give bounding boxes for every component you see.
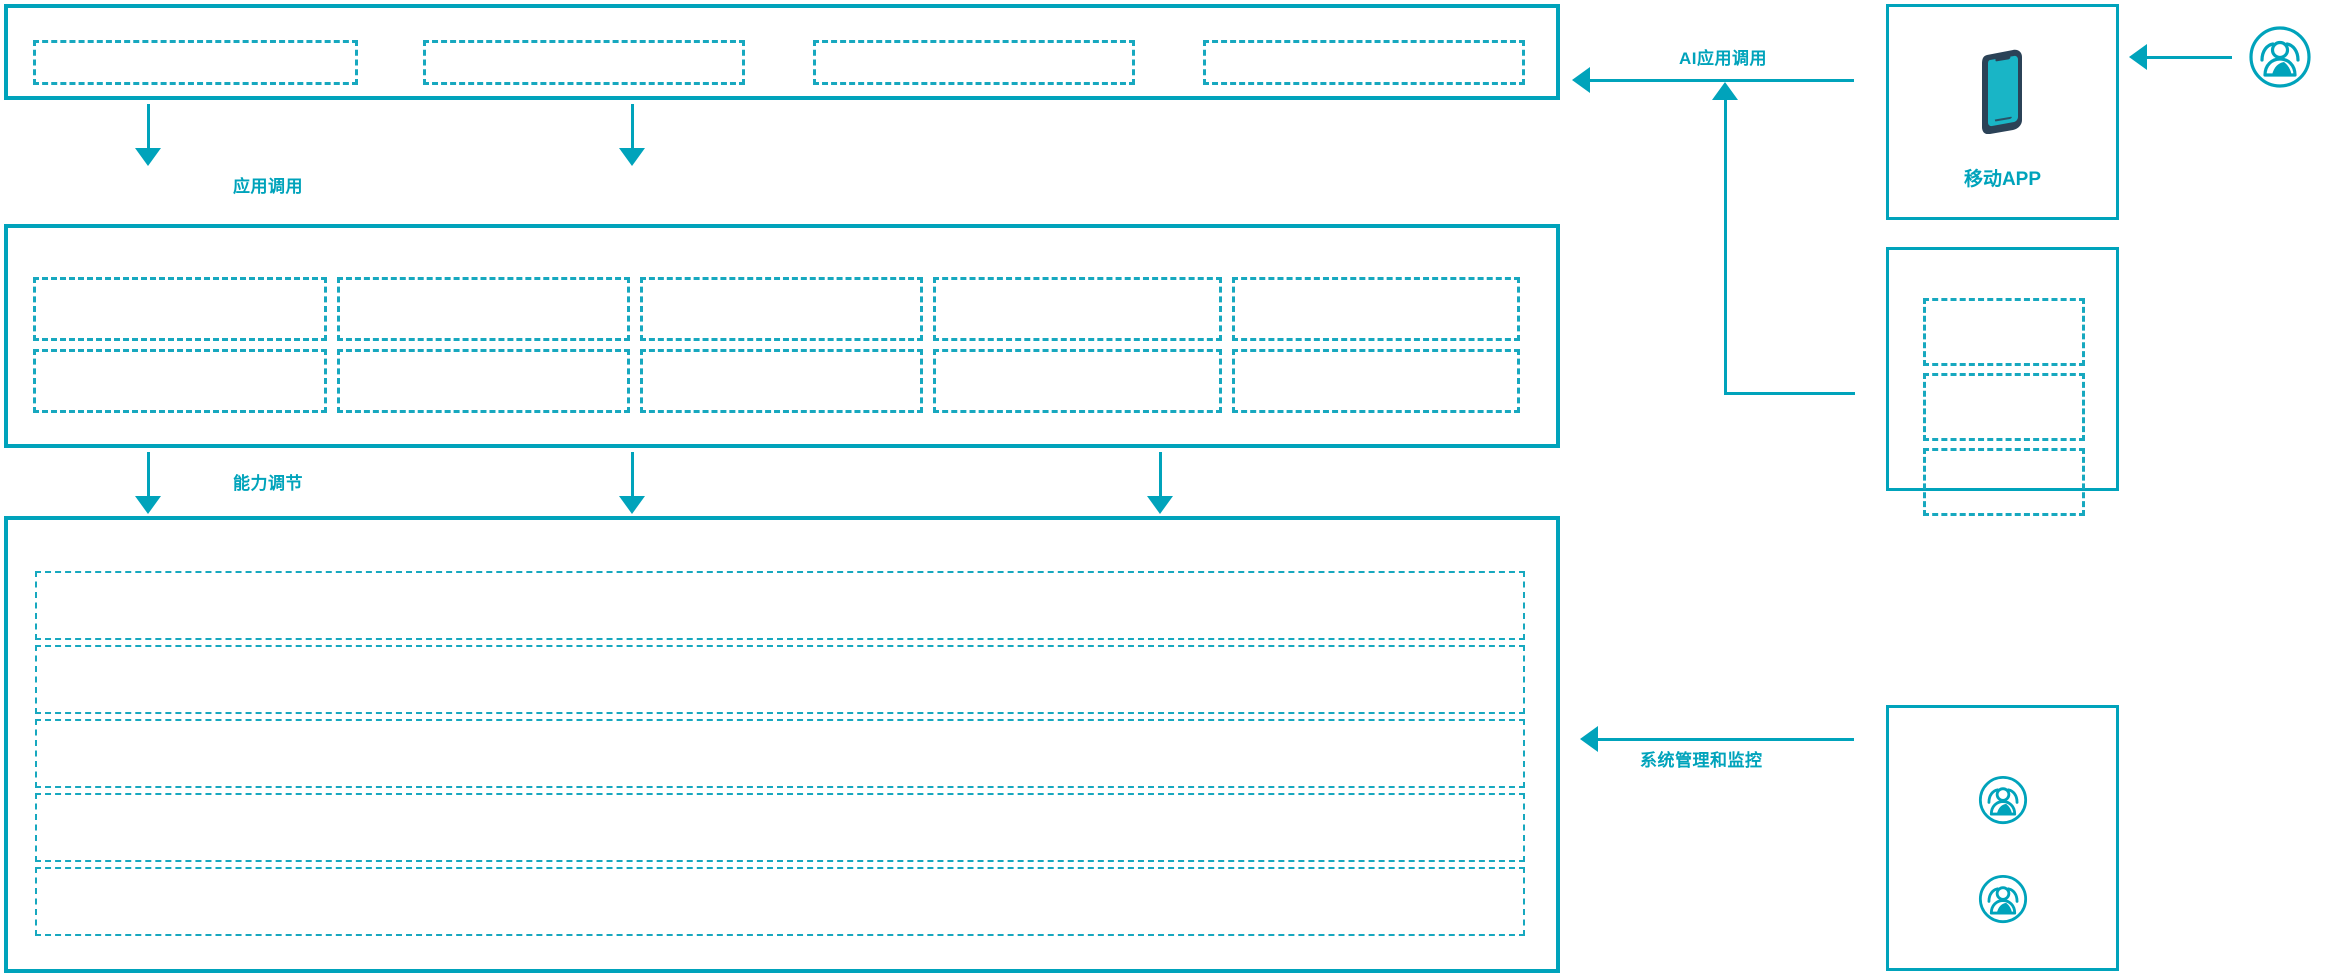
- user-group-icon[interactable]: [1978, 874, 2028, 924]
- ai-application-call-arrow-head: [1572, 67, 1590, 93]
- capability-layer-slot-2-top[interactable]: [337, 277, 630, 341]
- user-group-icon[interactable]: [1978, 775, 2028, 825]
- capability-layer-slot-4-bottom[interactable]: [933, 349, 1222, 413]
- channel-uplink-arrow-line: [1724, 100, 1727, 395]
- application-call-arrow-1-line: [147, 104, 150, 152]
- application-call-arrow-2-line: [631, 104, 634, 152]
- platform-layer-band-5[interactable]: [35, 867, 1525, 936]
- system-management-label: 系统管理和监控: [1640, 751, 1763, 770]
- channel-panel-slot-3[interactable]: [1923, 448, 2085, 516]
- capability-adjust-arrow-2-head: [619, 496, 645, 514]
- capability-layer-slot-1-top[interactable]: [33, 277, 327, 341]
- platform-layer-band-1[interactable]: [35, 571, 1525, 640]
- capability-adjust-label: 能力调节: [233, 474, 303, 493]
- application-call-label: 应用调用: [233, 177, 303, 196]
- capability-layer-slot-3-top[interactable]: [640, 277, 923, 341]
- platform-layer-band-3[interactable]: [35, 719, 1525, 788]
- platform-layer-band-4[interactable]: [35, 793, 1525, 862]
- external-user-link-head: [2129, 44, 2147, 70]
- application-layer-slot-3[interactable]: [813, 40, 1135, 85]
- capability-layer-slot-4-top[interactable]: [933, 277, 1222, 341]
- capability-layer-slot-2-bottom[interactable]: [337, 349, 630, 413]
- channel-uplink-elbow-line: [1724, 392, 1855, 395]
- capability-adjust-arrow-3-head: [1147, 496, 1173, 514]
- system-management-arrow-head: [1580, 726, 1598, 752]
- platform-layer: [4, 516, 1560, 973]
- application-call-arrow-2-head: [619, 148, 645, 166]
- platform-layer-band-2[interactable]: [35, 645, 1525, 714]
- mobile-phone-icon: [1977, 48, 2027, 135]
- application-layer-slot-2[interactable]: [423, 40, 745, 85]
- application-call-arrow-1-head: [135, 148, 161, 166]
- application-layer-slot-4[interactable]: [1203, 40, 1525, 85]
- external-user-link-line: [2147, 56, 2232, 59]
- application-layer-slot-1[interactable]: [33, 40, 358, 85]
- ai-application-call-arrow-line: [1590, 79, 1854, 82]
- capability-layer-slot-5-bottom[interactable]: [1232, 349, 1520, 413]
- capability-layer-slot-5-top[interactable]: [1232, 277, 1520, 341]
- user-group-icon[interactable]: [2248, 25, 2312, 89]
- capability-adjust-arrow-1-head: [135, 496, 161, 514]
- capability-layer-slot-1-bottom[interactable]: [33, 349, 327, 413]
- capability-layer-slot-3-bottom[interactable]: [640, 349, 923, 413]
- mobile-app-panel-caption: 移动APP: [1963, 169, 2042, 190]
- ai-application-call-label: AI应用调用: [1679, 49, 1767, 68]
- channel-panel-slot-2[interactable]: [1923, 373, 2085, 441]
- capability-adjust-arrow-3-line: [1159, 452, 1162, 500]
- operations-panel[interactable]: [1886, 705, 2119, 971]
- capability-adjust-arrow-2-line: [631, 452, 634, 500]
- channel-uplink-arrow-head: [1712, 82, 1738, 100]
- channel-panel-slot-1[interactable]: [1923, 298, 2085, 366]
- capability-adjust-arrow-1-line: [147, 452, 150, 500]
- system-management-arrow-line: [1598, 738, 1854, 741]
